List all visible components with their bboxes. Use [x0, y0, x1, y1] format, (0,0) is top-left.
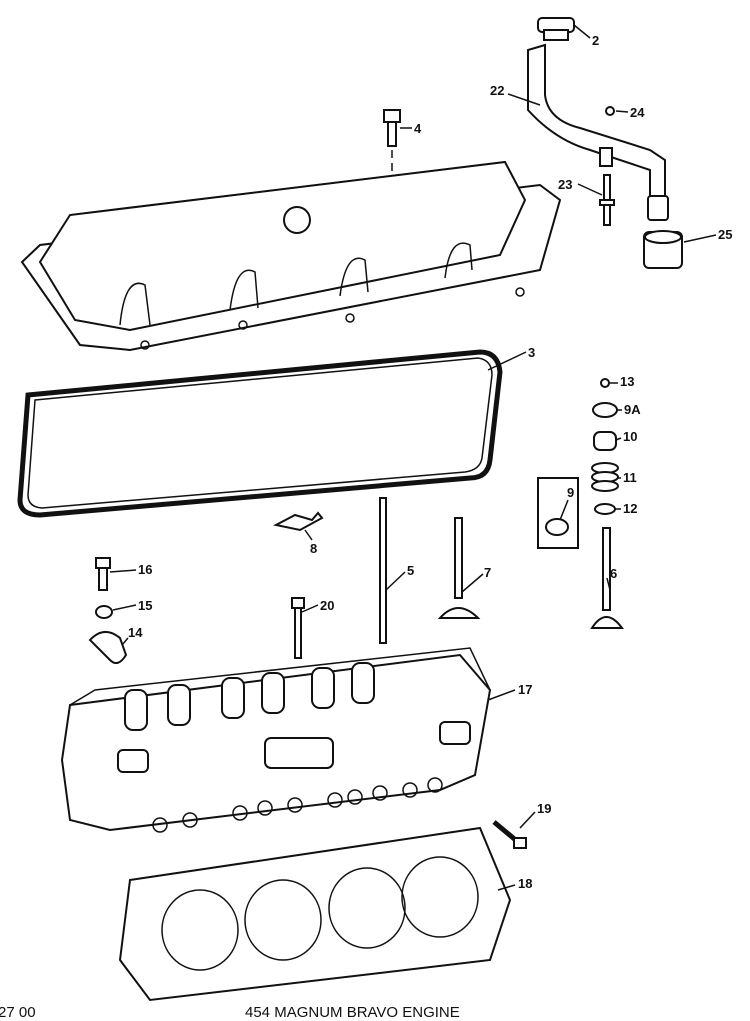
shim	[594, 503, 616, 515]
head-gasket	[118, 826, 512, 1002]
valve-keeper	[600, 378, 610, 388]
callout-20: 20	[320, 598, 334, 613]
callout-2: 2	[592, 33, 599, 48]
callout-5: 5	[407, 563, 414, 578]
grommet	[643, 230, 683, 269]
nut	[605, 106, 615, 116]
rocker-arm-cover	[20, 160, 562, 352]
intake-valve	[437, 517, 481, 619]
callout-24: 24	[630, 105, 645, 120]
callout-15: 15	[138, 598, 152, 613]
callout-18: 18	[518, 876, 532, 891]
valve-seal	[545, 518, 569, 536]
oil-fill-cap	[537, 17, 575, 41]
callout-14: 14	[128, 625, 143, 640]
pushrod	[379, 497, 387, 644]
oil-seal	[592, 402, 618, 418]
callout-17: 17	[518, 682, 532, 697]
callout-10: 10	[623, 429, 637, 444]
callout-9a: 9A	[624, 402, 641, 417]
callout-9: 9	[567, 485, 574, 500]
seal-inset-box	[537, 477, 579, 549]
callout-22: 22	[490, 83, 504, 98]
valve-spring	[591, 462, 619, 492]
callout-6: 6	[610, 566, 617, 581]
callout-11: 11	[623, 470, 637, 485]
callout-23: 23	[558, 177, 572, 192]
rocker-arm	[88, 631, 128, 665]
head-bolt	[291, 597, 305, 659]
pivot-ball	[95, 605, 113, 619]
valve-cap	[593, 431, 617, 451]
callout-12: 12	[623, 501, 637, 516]
callouts: 2 22 24 4 23 25 3 13 9A 10 11 12 9 8 16 …	[109, 24, 732, 891]
callout-25: 25	[718, 227, 732, 242]
callout-3: 3	[528, 345, 535, 360]
callout-4: 4	[414, 121, 422, 136]
callout-16: 16	[138, 562, 152, 577]
oil-fill-tube	[527, 43, 669, 221]
tube-bolt	[599, 174, 615, 226]
figure-code: 27 00	[0, 1004, 36, 1021]
exhaust-valve	[590, 527, 624, 629]
rocker-stud	[95, 557, 111, 591]
guide-plate	[273, 511, 324, 532]
rocker-cover-gasket	[17, 349, 503, 518]
callout-13: 13	[620, 374, 634, 389]
callout-19: 19	[537, 801, 551, 816]
head-bolt-long	[492, 820, 527, 849]
callout-8: 8	[310, 541, 317, 556]
diagram-caption: 454 MAGNUM BRAVO ENGINE	[245, 1004, 460, 1021]
callout-7: 7	[484, 565, 491, 580]
cylinder-head	[60, 647, 492, 833]
